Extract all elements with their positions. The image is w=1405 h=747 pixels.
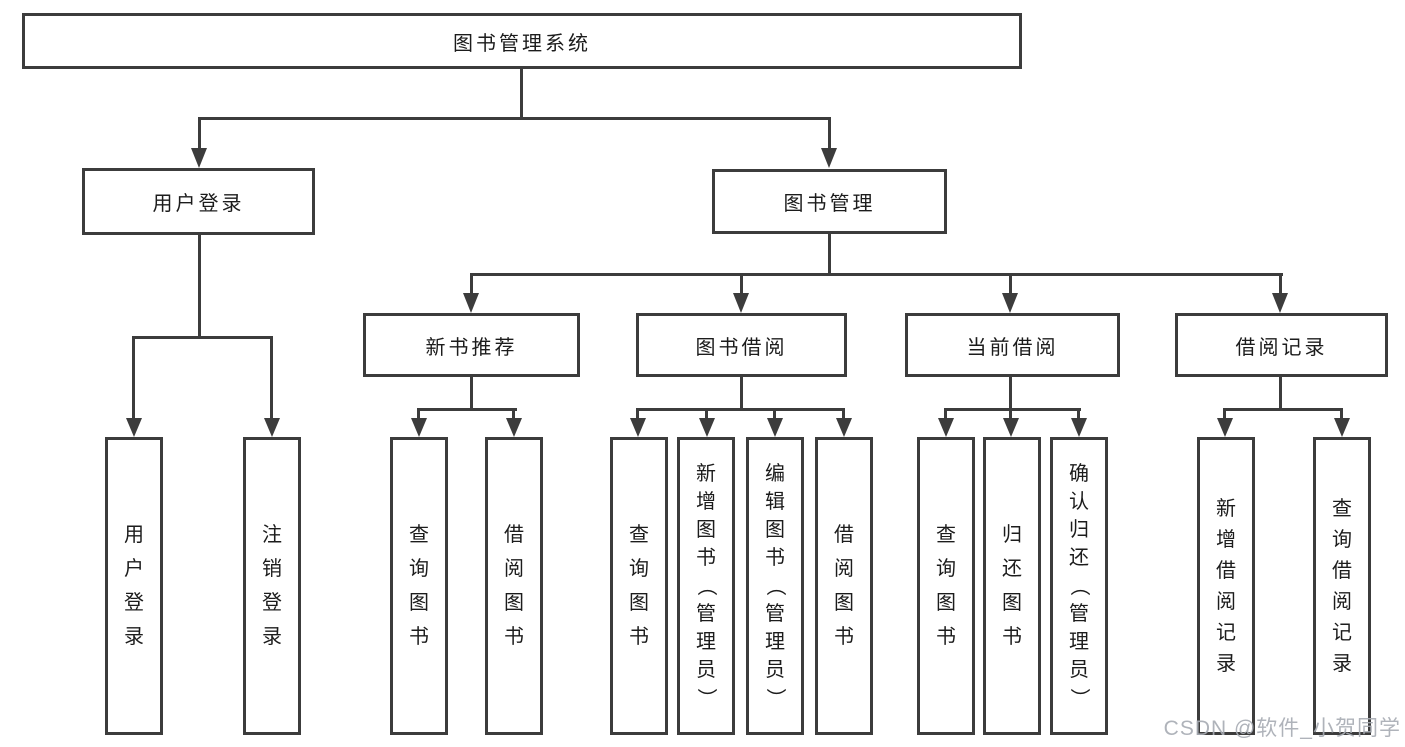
node-borrow-records-label: 借阅记录 (1235, 336, 1328, 359)
connector-borrow-records-stem (1279, 273, 1282, 296)
node-leaf-query-book-c: 查询图书 (917, 437, 975, 735)
leaf-label: 查询借阅记录 (1332, 497, 1352, 675)
connector-current-borrow-down (1009, 377, 1012, 411)
node-borrow-records: 借阅记录 (1175, 313, 1388, 377)
csdn-watermark: CSDN @软件_小贺同学 (1163, 717, 1401, 740)
arrowhead-borrow-records (1272, 293, 1288, 313)
connector-level2-rail (470, 273, 1283, 276)
connector-leaf-stem (512, 408, 515, 421)
arrowhead-book-management (821, 148, 837, 168)
arrowhead-leaf-edit-book (767, 418, 783, 437)
connector-book-borrow-down (740, 377, 743, 411)
connector-root-stem (520, 69, 523, 120)
arrowhead-new-book (463, 293, 479, 313)
leaf-label: 用户登录 (124, 524, 144, 648)
connector-leaf-stem (417, 408, 420, 421)
connector-book-management-stem (828, 117, 831, 150)
node-new-book-recommend: 新书推荐 (363, 313, 580, 377)
leaf-label: 归还图书 (1002, 524, 1022, 648)
node-book-management: 图书管理 (712, 169, 947, 234)
connector-user-login-rail (132, 336, 273, 339)
arrowhead-leaf-borrow-book-b (836, 418, 852, 437)
connector-borrow-records-rail (1223, 408, 1343, 411)
node-leaf-logout: 注销登录 (243, 437, 301, 735)
arrowhead-leaf-borrow-book-a (506, 418, 522, 437)
leaf-label: 注销登录 (262, 524, 282, 648)
node-leaf-borrow-book-b: 借阅图书 (815, 437, 873, 735)
node-current-borrow-label: 当前借阅 (966, 336, 1059, 359)
connector-level1-rail (198, 117, 831, 120)
connector-borrow-records-down (1279, 377, 1282, 411)
connector-book-management-down (828, 234, 831, 276)
node-root-label: 图书管理系统 (453, 32, 591, 55)
connector-new-book-rail (417, 408, 517, 411)
arrowhead-user-login (191, 148, 207, 168)
node-book-management-label: 图书管理 (783, 193, 876, 215)
node-user-login: 用户登录 (82, 168, 315, 235)
connector-user-login-down (198, 235, 201, 339)
connector-book-borrow-stem (740, 273, 743, 296)
arrowhead-leaf-user-login (126, 418, 142, 437)
node-leaf-edit-book: 编辑图书（管理员） (746, 437, 804, 735)
connector-leaf-stem (1077, 408, 1080, 421)
leaf-label: 查询图书 (936, 524, 956, 648)
connector-leaf-stem (705, 408, 708, 421)
leaf-label: 借阅图书 (504, 524, 524, 648)
arrowhead-leaf-confirm-return (1071, 418, 1087, 437)
node-leaf-borrow-book-a: 借阅图书 (485, 437, 543, 735)
arrowhead-current-borrow (1002, 293, 1018, 313)
node-leaf-query-book-a: 查询图书 (390, 437, 448, 735)
connector-current-borrow-stem (1009, 273, 1012, 296)
leaf-label: 新增借阅记录 (1216, 497, 1236, 675)
arrowhead-leaf-add-record (1217, 418, 1233, 437)
node-book-borrow: 图书借阅 (636, 313, 847, 377)
node-leaf-query-record: 查询借阅记录 (1313, 437, 1371, 735)
arrowhead-leaf-query-book-b (630, 418, 646, 437)
connector-book-borrow-rail (636, 408, 845, 411)
node-leaf-confirm-return: 确认归还（管理员） (1050, 437, 1108, 735)
node-new-book-recommend-label: 新书推荐 (425, 336, 518, 359)
connector-leaf-stem (773, 408, 776, 421)
arrowhead-leaf-return-book (1003, 418, 1019, 437)
node-user-login-label: 用户登录 (152, 193, 245, 215)
arrowhead-book-borrow (733, 293, 749, 313)
connector-leaf-stem (636, 408, 639, 421)
arrowhead-leaf-logout (264, 418, 280, 437)
arrowhead-leaf-query-book-a (411, 418, 427, 437)
leaf-label: 新增图书（管理员） (695, 463, 717, 708)
connector-leaf-stem (1009, 408, 1012, 421)
node-leaf-add-book: 新增图书（管理员） (677, 437, 735, 735)
leaf-label: 查询图书 (409, 524, 429, 648)
arrowhead-leaf-query-book-c (938, 418, 954, 437)
leaf-label: 借阅图书 (834, 524, 854, 648)
leaf-label: 编辑图书（管理员） (764, 463, 786, 708)
arrowhead-leaf-query-record (1334, 418, 1350, 437)
node-current-borrow: 当前借阅 (905, 313, 1120, 377)
connector-leaf-user-login-stem (132, 336, 135, 420)
connector-new-book-stem (470, 273, 473, 296)
connector-leaf-stem (1223, 408, 1226, 421)
connector-new-book-down (470, 377, 473, 411)
connector-leaf-stem (944, 408, 947, 421)
connector-leaf-stem (1340, 408, 1343, 421)
leaf-label: 查询图书 (629, 524, 649, 648)
node-leaf-add-record: 新增借阅记录 (1197, 437, 1255, 735)
node-leaf-return-book: 归还图书 (983, 437, 1041, 735)
connector-current-borrow-rail (944, 408, 1081, 411)
arrowhead-leaf-add-book (699, 418, 715, 437)
connector-leaf-stem (842, 408, 845, 421)
node-book-borrow-label: 图书借阅 (695, 336, 788, 359)
connector-user-login-stem (198, 117, 201, 150)
connector-leaf-logout-stem (270, 336, 273, 420)
node-leaf-user-login: 用户登录 (105, 437, 163, 735)
leaf-label: 确认归还（管理员） (1068, 463, 1090, 708)
node-leaf-query-book-b: 查询图书 (610, 437, 668, 735)
node-root: 图书管理系统 (22, 13, 1022, 69)
